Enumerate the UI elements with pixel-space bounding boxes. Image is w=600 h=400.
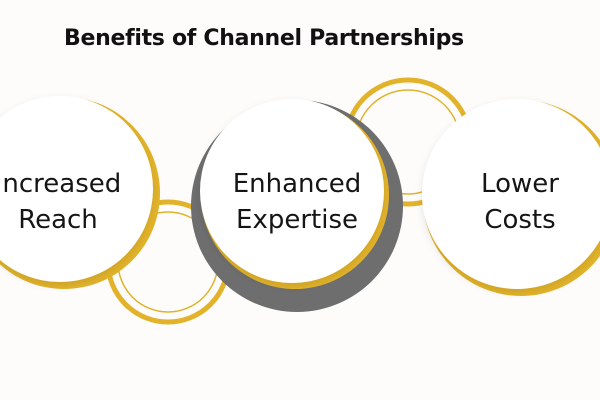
benefit-label-line: Expertise xyxy=(236,205,358,235)
benefit-label-enhanced-expertise: Enhanced Expertise xyxy=(197,166,397,238)
benefit-label-line: Enhanced xyxy=(232,169,362,199)
benefit-label-line: Lower xyxy=(481,169,559,199)
benefit-label-line: Increased xyxy=(0,169,122,199)
benefit-label-increased-reach: Increased Reach xyxy=(0,166,158,238)
benefit-circle-1 xyxy=(0,96,153,282)
diagram-title: Benefits of Channel Partnerships xyxy=(64,26,464,51)
benefit-label-line: Costs xyxy=(484,205,556,235)
benefit-circle-3 xyxy=(422,99,600,289)
benefit-label-lower-costs: Lower Costs xyxy=(420,166,600,238)
benefit-circle-2 xyxy=(200,99,384,283)
benefit-label-line: Reach xyxy=(18,205,98,235)
